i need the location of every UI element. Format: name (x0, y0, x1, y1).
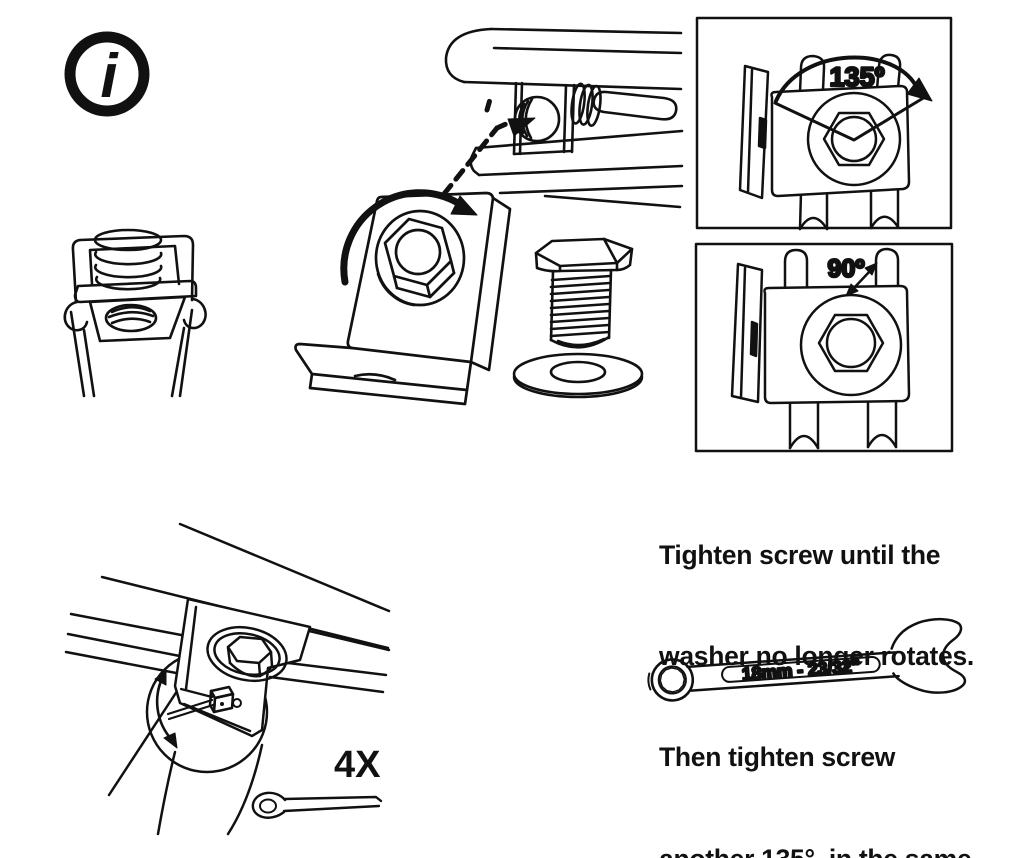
rotation-90-label: 90º (828, 255, 865, 283)
instruction-line: Then tighten screw (659, 742, 896, 773)
gap-90-arrow (845, 262, 878, 297)
rotation-135-panel: 135º (695, 16, 953, 231)
bolt-washer-figure (512, 237, 644, 399)
cotter-pin-insert (166, 685, 242, 721)
instruction-line: another 135° in the same (659, 843, 989, 858)
spring-nut-channel-figure (63, 228, 207, 398)
tightening-instructions: Tighten screw until the washer no longer… (659, 471, 989, 858)
insert-direction-dashed-arrow (441, 93, 536, 197)
info-icon: i (64, 31, 150, 117)
rotation-135-label: 135º (830, 62, 885, 92)
instruction-line: washer no longer rotates. (659, 640, 974, 671)
rotate-clamp-arrow (340, 189, 478, 286)
washer-rotation-arrows (154, 670, 178, 749)
info-icon-glyph: i (100, 42, 119, 111)
cotter-pin-figure (251, 791, 383, 819)
sweep-135-arrow (773, 55, 933, 142)
clamp-rotation-figure (294, 189, 512, 406)
cotter-pin-quantity-label: 4X (334, 744, 381, 786)
crossbar-hole-figure (441, 27, 684, 209)
rotation-90-panel: 90º (694, 242, 954, 453)
instruction-line: Tighten screw until the (659, 539, 941, 570)
installed-clamp-figure (64, 522, 391, 836)
